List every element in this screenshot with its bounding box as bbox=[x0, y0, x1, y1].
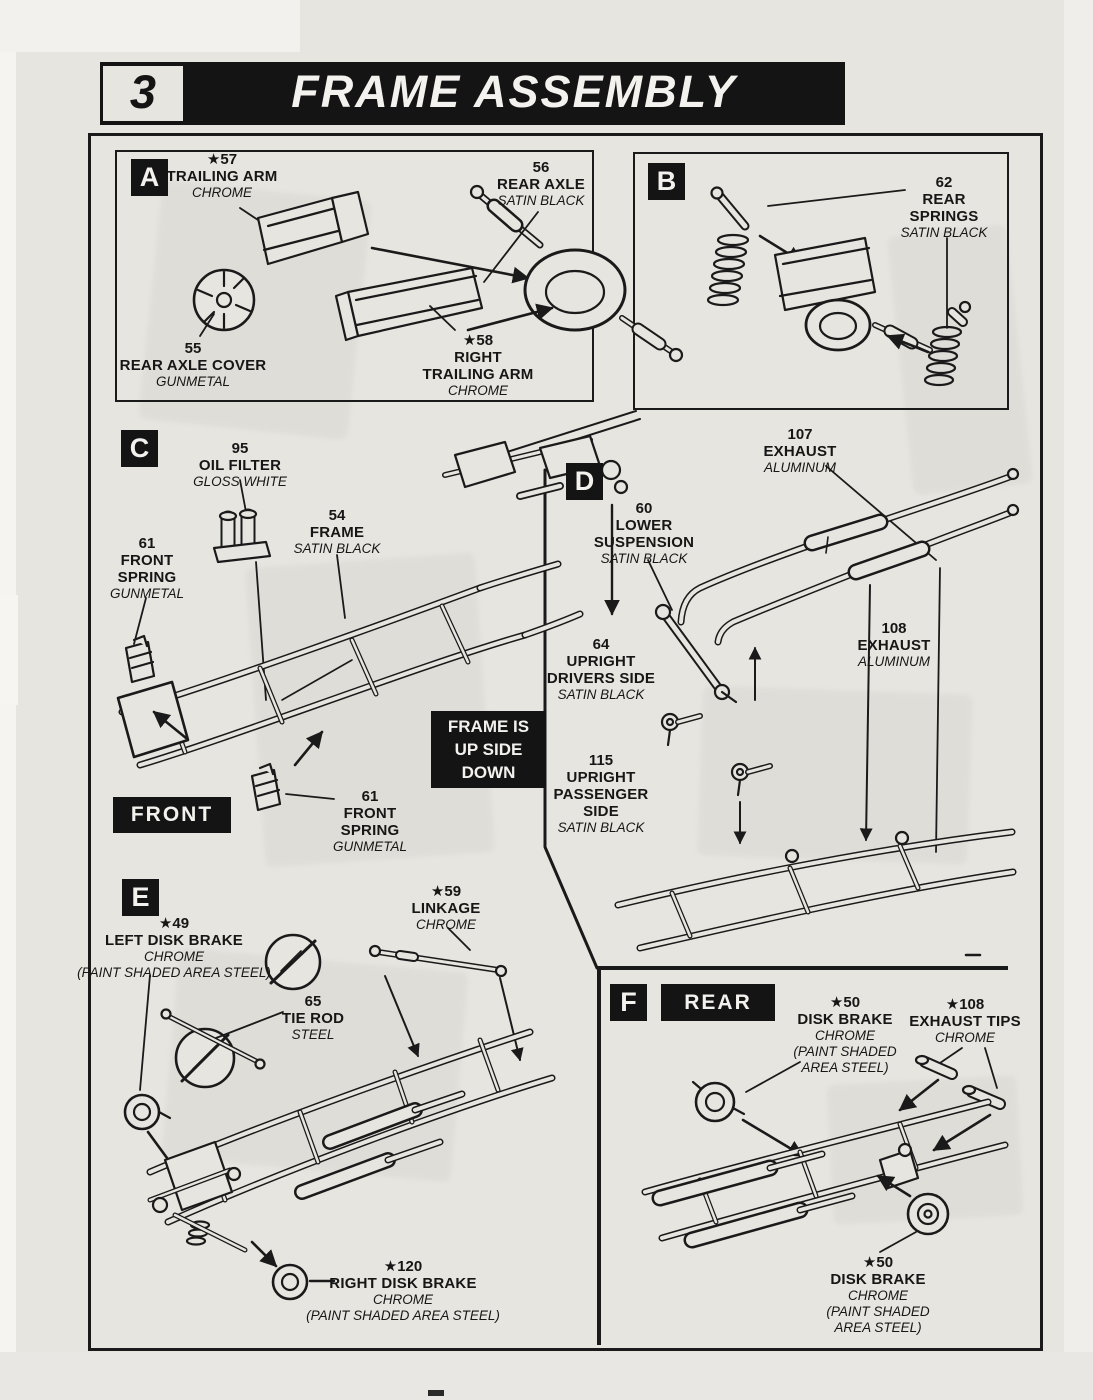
part-label-49-left-disk-brake: ★49 LEFT DISK BRAKE CHROME (PAINT SHADED… bbox=[77, 915, 271, 981]
paper-bottom-margin bbox=[0, 1352, 1093, 1400]
panel-f-letter: F bbox=[610, 984, 647, 1021]
panel-f-left-border bbox=[597, 966, 601, 1345]
front-direction-label: FRONT bbox=[113, 797, 231, 833]
step-title-bar: 3 FRAME ASSEMBLY bbox=[100, 62, 845, 125]
part-label-55-rear-axle-cover: 55 REAR AXLE COVER GUNMETAL bbox=[119, 340, 267, 390]
part-label-61-front-spring-lower: 61 FRONT SPRING GUNMETAL bbox=[332, 788, 408, 855]
part-label-107-exhaust: 107 EXHAUST ALUMINUM bbox=[763, 426, 837, 476]
panel-b-letter: B bbox=[648, 163, 685, 200]
panel-e-letter: E bbox=[122, 879, 159, 916]
panel-a-letter: A bbox=[131, 159, 168, 196]
panel-d-illustration bbox=[614, 465, 1020, 952]
part-label-62-rear-springs: 62 REAR SPRINGS SATIN BLACK bbox=[900, 174, 988, 241]
step-number-box: 3 bbox=[103, 65, 183, 121]
frame-upside-down-note: FRAME IS UP SIDE DOWN bbox=[431, 711, 546, 788]
panel-d-divider bbox=[543, 468, 599, 970]
panel-e-illustration bbox=[123, 927, 556, 1301]
rear-direction-label: REAR bbox=[661, 984, 775, 1021]
part-label-61-front-spring-upper: 61 FRONT SPRING GUNMETAL bbox=[109, 535, 185, 602]
step-number: 3 bbox=[129, 65, 157, 118]
part-label-64-upright-drivers-side: 64 UPRIGHT DRIVERS SIDE SATIN BLACK bbox=[546, 636, 656, 703]
part-label-50-disk-brake-upper: ★50 DISK BRAKE CHROME (PAINT SHADED AREA… bbox=[793, 994, 897, 1076]
part-label-56-rear-axle: 56 REAR AXLE SATIN BLACK bbox=[497, 159, 585, 209]
part-label-120-right-disk-brake: ★120 RIGHT DISK BRAKE CHROME (PAINT SHAD… bbox=[306, 1258, 500, 1324]
part-label-108-exhaust: 108 EXHAUST ALUMINUM bbox=[857, 620, 931, 670]
paper-fold-highlight bbox=[0, 595, 18, 705]
part-label-108-exhaust-tips: ★108 EXHAUST TIPS CHROME bbox=[909, 996, 1021, 1046]
panel-f-illustration bbox=[641, 1047, 1009, 1253]
part-label-54-frame: 54 FRAME SATIN BLACK bbox=[293, 507, 381, 557]
panel-d-letter: D bbox=[566, 463, 603, 500]
part-label-95-oil-filter: 95 OIL FILTER GLOSS WHITE bbox=[193, 440, 287, 490]
panel-b-box bbox=[633, 152, 1009, 410]
part-label-50-disk-brake-lower: ★50 DISK BRAKE CHROME (PAINT SHADED AREA… bbox=[826, 1254, 930, 1336]
page-outer-border bbox=[88, 133, 1043, 1351]
part-label-58-right-trailing-arm: ★58 RIGHT TRAILING ARM CHROME bbox=[422, 332, 534, 399]
paper-top-margin bbox=[0, 0, 300, 52]
part-label-115-upright-passenger-side: 115 UPRIGHT PASSENGER SIDE SATIN BLACK bbox=[553, 752, 649, 836]
panel-c-illustration bbox=[116, 434, 629, 812]
part-label-57-trailing-arm: ★57 TRAILING ARM CHROME bbox=[166, 151, 278, 201]
panel-c-letter: C bbox=[121, 430, 158, 467]
part-label-60-lower-suspension: 60 LOWER SUSPENSION SATIN BLACK bbox=[593, 500, 695, 567]
part-label-59-linkage: ★59 LINKAGE CHROME bbox=[411, 883, 481, 933]
print-artifact-mark bbox=[428, 1390, 444, 1396]
panel-f-top-border bbox=[597, 966, 1008, 970]
panel-b-illustration bbox=[706, 186, 972, 387]
paper-right-margin bbox=[1064, 0, 1093, 1400]
page-title: FRAME ASSEMBLY bbox=[291, 65, 737, 117]
panel-a-illustration bbox=[192, 184, 684, 363]
part-label-65-tie-rod: 65 TIE ROD STEEL bbox=[281, 993, 345, 1043]
